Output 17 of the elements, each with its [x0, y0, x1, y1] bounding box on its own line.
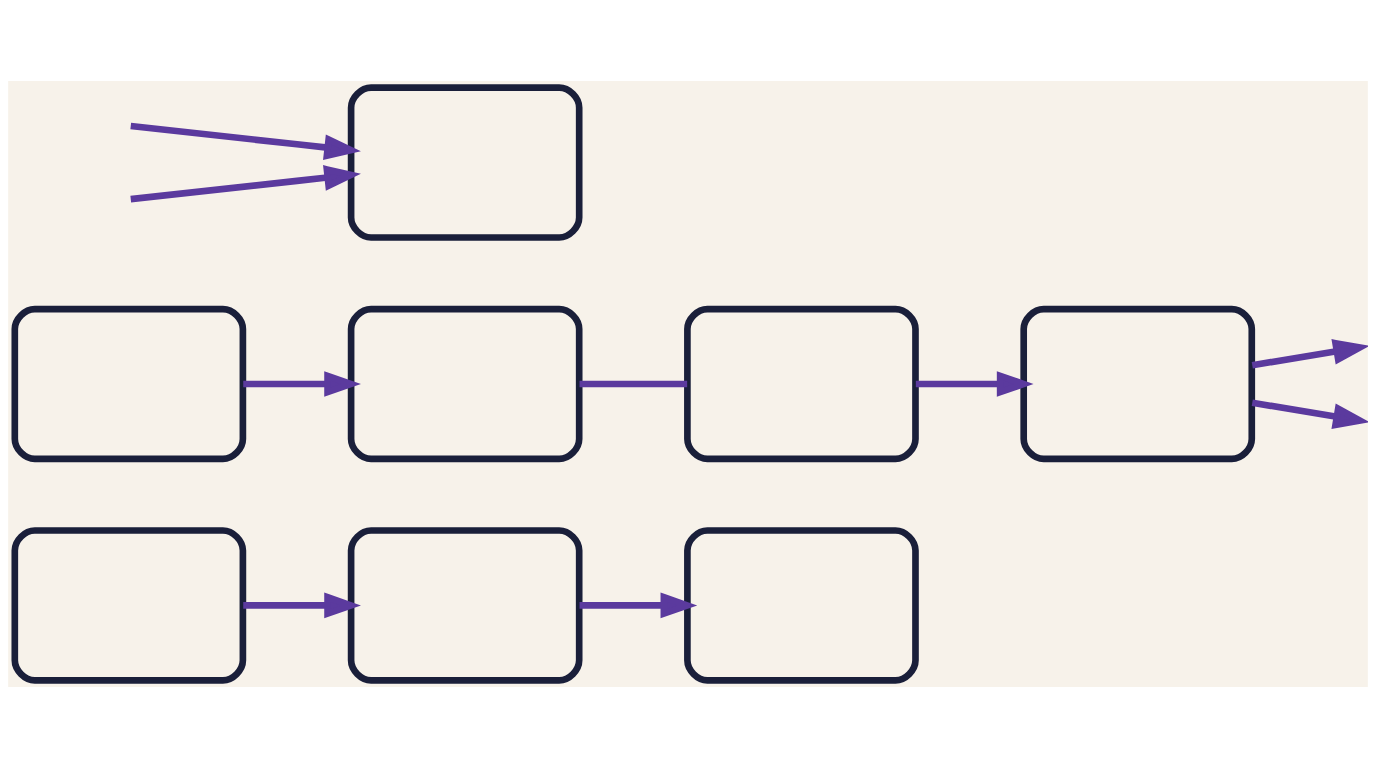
node-box	[684, 527, 919, 684]
node-box	[11, 527, 247, 684]
connector	[579, 380, 688, 388]
node-box	[11, 305, 247, 463]
node-box	[347, 527, 583, 684]
arrow	[1251, 399, 1368, 429]
arrow	[243, 592, 361, 619]
arrow	[915, 371, 1034, 397]
arrow	[1251, 339, 1368, 369]
arrow	[243, 371, 361, 397]
arrow	[130, 165, 361, 203]
node-box	[347, 305, 583, 463]
node-box	[1020, 305, 1256, 463]
arrow	[130, 122, 361, 161]
node-box	[684, 305, 919, 463]
node-box	[347, 84, 583, 241]
arrow	[579, 592, 698, 619]
